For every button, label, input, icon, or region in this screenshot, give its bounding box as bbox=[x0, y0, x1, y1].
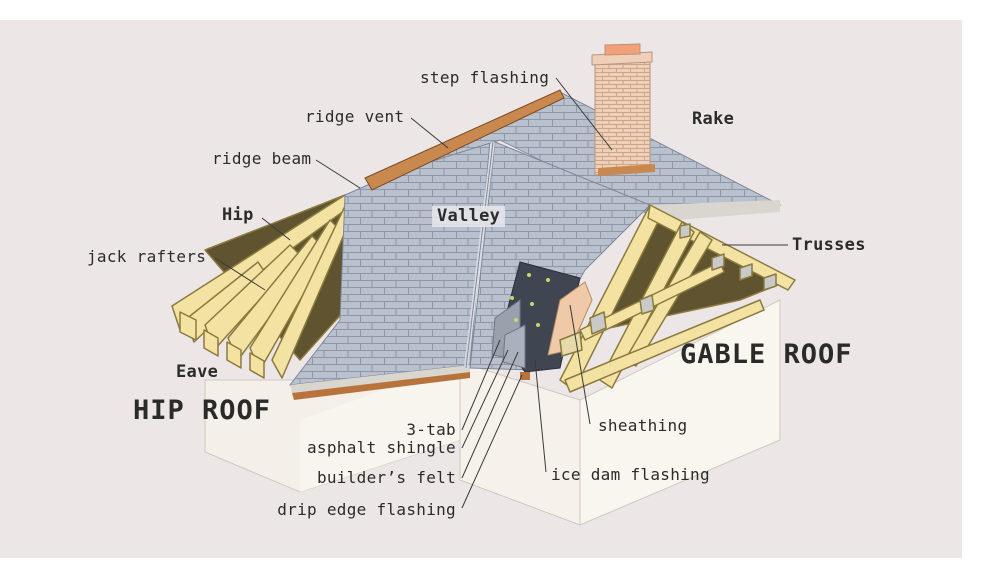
label-eave: Eave bbox=[176, 362, 219, 382]
label-gable-roof: GABLE ROOF bbox=[680, 339, 853, 370]
label-valley: Valley bbox=[432, 206, 506, 227]
label-rake: Rake bbox=[692, 109, 735, 129]
ridge-vent bbox=[364, 89, 565, 191]
label-hip: Hip bbox=[222, 205, 254, 225]
label-jack-rafters: jack rafters bbox=[87, 247, 207, 266]
chimney bbox=[591, 43, 655, 176]
label-ice-dam-flashing: ice dam flashing bbox=[551, 465, 710, 484]
label-trusses: Trusses bbox=[792, 235, 866, 255]
label-3-tab: 3-tab bbox=[406, 420, 456, 439]
label-hip-roof: HIP ROOF bbox=[133, 395, 272, 426]
label-ridge-vent: ridge vent bbox=[305, 107, 405, 126]
label-ridge-beam: ridge beam bbox=[212, 149, 312, 168]
label-asphalt-shingle: asphalt shingle bbox=[307, 438, 456, 457]
label-step-flashing: step flashing bbox=[420, 68, 550, 87]
label-drip-edge-flashing: drip edge flashing bbox=[277, 500, 456, 519]
hip-roof-framing bbox=[171, 194, 353, 379]
label-builders-felt: builder’s felt bbox=[316, 468, 456, 487]
gable-trusses bbox=[559, 204, 796, 393]
leader-lines bbox=[214, 77, 788, 509]
label-sheathing: sheathing bbox=[598, 416, 688, 435]
